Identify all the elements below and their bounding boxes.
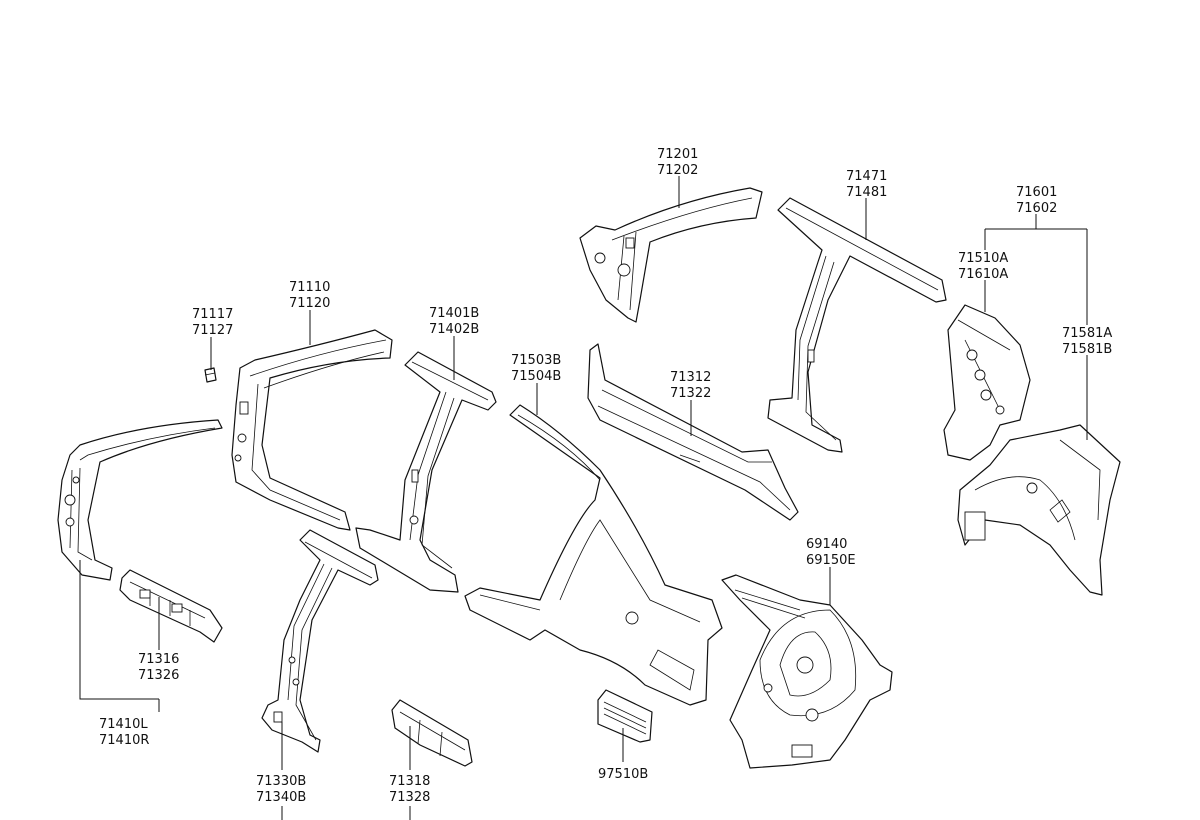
callout-71503-line2: 71504B [511,369,561,384]
callout-71316-line1: 71316 [138,652,179,667]
callout-71581-line1: 71581A [1062,326,1112,341]
callout-71503-line1: 71503B [511,353,561,368]
callout-71601-line2: 71602 [1016,201,1057,216]
part-reinforcement-71316 [119,569,223,643]
part-center-pillar-inner [261,529,379,753]
part-wheelhouse-69140 [721,574,893,769]
callout-71410-line1: 71410L [99,717,148,732]
callout-69140-line1: 69140 [806,537,847,552]
callout-97510-line1: 97510B [598,767,648,782]
callout-69140-line2: 69150E [806,553,856,568]
part-outer-front-pillar [231,329,393,531]
callout-71471-line2: 71481 [846,185,887,200]
callout-71110-line2: 71120 [289,296,330,311]
part-vent-97510 [597,689,653,743]
part-side-sill [587,343,799,521]
callout-71312-line2: 71322 [670,386,711,401]
callout-71510-line2: 71610A [958,267,1008,282]
callout-71318-line1: 71318 [389,774,430,789]
part-quarter-panel-outer [464,404,723,706]
callout-71316-line2: 71326 [138,668,179,683]
callout-71581-line2: 71581B [1062,342,1112,357]
callout-71117-line1: 71117 [192,307,233,322]
callout-71510-line1: 71510A [958,251,1008,266]
part-clip-71117 [204,367,217,383]
callout-71401-line1: 71401B [429,306,479,321]
callout-71410-line2: 71410R [99,733,149,748]
part-reinforcement-71318 [391,699,473,767]
callout-71201-line2: 71202 [657,163,698,178]
part-center-pillar-71471 [767,197,947,453]
callout-labels: 71201 71202 71471 71481 71601 71602 7151… [99,147,1112,805]
callout-71201-line1: 71201 [657,147,698,162]
callout-71312-line1: 71312 [670,370,711,385]
part-wheelhouse-71581 [957,424,1121,596]
callout-71318-line2: 71328 [389,790,430,805]
part-upper-pillar-71201 [579,187,763,323]
callout-71471-line1: 71471 [846,169,887,184]
callout-71401-line2: 71402B [429,322,479,337]
callout-71601-line1: 71601 [1016,185,1057,200]
callout-71110-line1: 71110 [289,280,330,295]
callout-71330-line1: 71330B [256,774,306,789]
leader-lines [79,176,1088,820]
part-inner-front-pillar-left [57,419,223,581]
callout-71117-line2: 71127 [192,323,233,338]
part-inner-panel-71510 [943,304,1031,461]
callout-71330-line2: 71340B [256,790,306,805]
part-center-pillar-outer [355,351,497,593]
